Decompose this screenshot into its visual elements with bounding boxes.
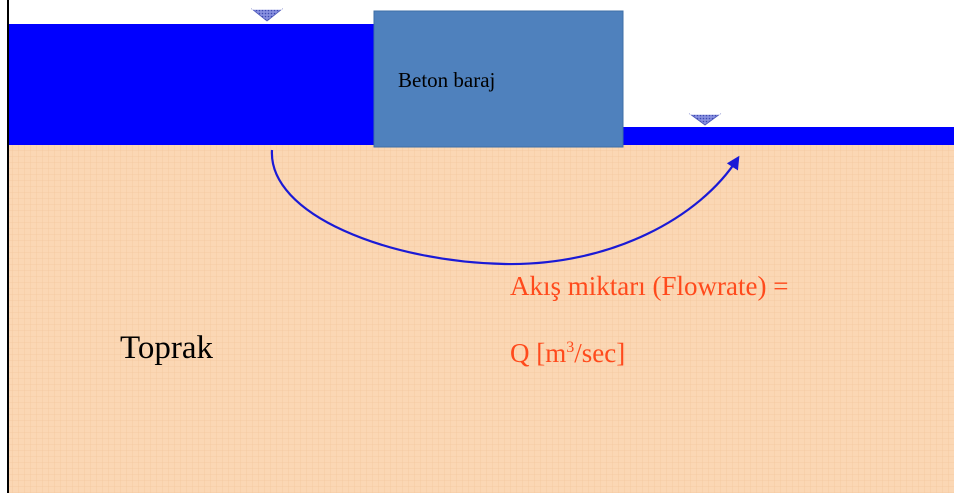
dam-label: Beton baraj (398, 68, 496, 92)
concrete-dam (373, 10, 624, 148)
flowrate-formula-exponent: 3 (566, 339, 575, 356)
downstream-water (622, 127, 954, 145)
soil-label: Toprak (120, 330, 213, 366)
seepage-flow-arrow (270, 149, 740, 266)
flowrate-label: Akış miktarı (Flowrate) = (510, 271, 789, 301)
downstream-water-level-icon (688, 113, 722, 126)
upstream-water-level-icon (246, 8, 288, 23)
upstream-water (8, 24, 376, 145)
flowrate-formula: Q [m3/sec] (510, 338, 625, 369)
soil-layer (8, 145, 954, 493)
flowrate-formula-prefix: Q [m (510, 338, 567, 368)
flowrate-formula-suffix: /sec] (574, 338, 626, 368)
